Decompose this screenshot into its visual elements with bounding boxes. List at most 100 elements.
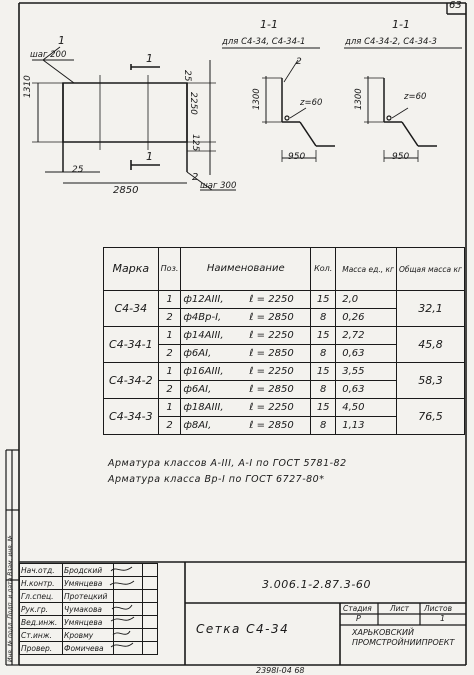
cell-qty: 15 [310,398,337,417]
cell-total: 32,1 [395,290,466,327]
cell-pos: 1 [157,290,182,309]
section-2-dim-z: z=60 [404,92,427,102]
sign-role: Вед.инж. [19,615,63,629]
section-1-dim-h: 1300 [252,88,262,110]
cell-len: ℓ = 2250 [249,329,294,341]
sign-role: Нач.отд. [19,563,63,577]
table-header-row: Марка Поз. Наименование Кол. Масса ед., … [103,247,466,291]
bottom-code: 2398I-04 68 [256,666,305,675]
cell-pos: 1 [157,398,182,417]
cell-name: ф4Вр-I, ℓ = 2850 [180,308,312,327]
cell-len: ℓ = 2850 [249,347,294,359]
note-2: Арматура класса Вр-I по ГОСТ 6727-80* [108,474,325,485]
specification-table: Марка Поз. Наименование Кол. Масса ед., … [103,247,466,435]
step-top-label: шаг 200 [30,50,67,60]
signature-scribbles [109,566,135,648]
cell-mass: 0,63 [335,344,397,363]
organization: ХАРЬКОВСКИЙ ПРОМСТРОЙНИИПРОЕКТ [352,628,455,647]
cell-qty: 15 [310,362,337,381]
dim-left-25: 25 [72,165,84,175]
section-mark-top: 1 [146,52,153,65]
cell-name: ф6АI, ℓ = 2850 [180,344,312,363]
cell-dia: ф18АIII, [183,401,224,413]
cell-mark: С4-34-2 [103,362,159,399]
cell-len: ℓ = 2850 [249,383,294,395]
note-1: Арматура классов А-III, А-I по ГОСТ 5781… [108,458,347,469]
cell-dia: ф16АIII, [183,365,224,377]
header-mass-unit: Масса ед., кг [335,247,397,291]
signature-row: Нач.отд.Бродский [19,563,158,577]
cell-qty: 15 [310,326,337,345]
cell-mass: 3,55 [335,362,397,381]
sign-name: Фомичева [62,641,114,655]
section-2-title: 1-1 [392,18,410,31]
drawing-code: 3.006.1-2.87.3-60 [262,578,372,591]
signature-row: Провер.Фомичева [19,641,158,655]
cell-pos: 2 [157,380,182,399]
cell-len: ℓ = 2250 [249,293,294,305]
cell-pos: 1 [157,326,182,345]
signature-row: Рук.гр.Чумакова [19,602,158,616]
dim-2250: 2250 [188,92,198,115]
step-bottom-label: шаг 300 [200,181,237,191]
cell-dia: ф6АI, [183,347,212,359]
cell-mass: 4,50 [335,398,397,417]
sign-name: Умянцева [62,576,114,590]
position-mark-2: 2 [192,172,199,183]
cell-name: ф14АIII,ℓ = 2250 [180,326,312,345]
header-qty: Кол. [310,247,337,291]
sign-name: Кровму [62,628,114,642]
cell-name: ф6АI,ℓ = 2850 [180,380,312,399]
sign-date [142,615,158,629]
sign-name: Чумакова [62,602,114,616]
sign-role: Рук.гр. [19,602,63,616]
signature-row: Вед.инж.Умянцева [19,615,158,629]
cell-mass: 2,72 [335,326,397,345]
table-row: С4-34-3 1 ф18АIII, ℓ = 2250 15 4,50 76,5 [103,398,466,435]
header-total-mass: Общая масса кг [395,247,466,291]
cell-pos: 1 [157,362,182,381]
sheets-value: 1 [440,614,446,623]
drawing-title: Сетка С4-34 [196,622,290,636]
signature-row: Н.контр.Умянцева [19,576,158,590]
table-row: С4-34-1 1 ф14АIII,ℓ = 2250 15 2,72 45,8 [103,326,466,363]
section-1-mark-2: 2 [296,57,302,67]
sign-name: Умянцева [62,615,114,629]
dim-right-125: 125 [190,134,200,152]
header-pos: Поз. [157,247,182,291]
sign-date [142,641,158,655]
cell-pos: 2 [157,308,182,327]
section-mark-bottom: 1 [146,150,153,163]
header-mark: Марка [103,247,159,291]
sign-date [142,602,158,616]
cell-name: ф12АIII, ℓ = 2250 [180,290,312,309]
cell-dia: ф12АIII, [183,293,224,305]
cell-len: ℓ = 2850 [249,311,294,323]
section-1-dim-z: z=60 [300,98,323,108]
cell-len: ℓ = 2250 [249,365,294,377]
sign-role: Ст.инж. [19,628,63,642]
cell-mark: С4-34-3 [103,398,159,435]
stage-label: Стадия [343,604,372,613]
sign-name: Протецкий [62,589,114,603]
cell-total: 76,5 [395,398,466,435]
section-1-dim-w: 950 [288,152,306,162]
cell-dia: ф4Вр-I, [183,311,222,323]
sign-date [142,628,158,642]
dim-length: 2850 [113,185,139,196]
table-row: 2 ф8АI,ℓ = 2850 8 1,13 [104,416,465,435]
cell-total: 45,8 [395,326,466,363]
stage-value: Р [356,614,361,623]
sheets-label: Листов [424,604,453,613]
sign-date [142,576,158,590]
cell-name: ф16АIII, ℓ = 2250 [180,362,312,381]
cell-total: 58,3 [395,362,466,399]
cell-mass: 1,13 [335,416,397,435]
cell-len: ℓ = 2250 [249,401,294,413]
sheet-label: Лист [390,604,410,613]
cell-pos: 2 [157,416,182,435]
cell-mark: С4-34 [103,290,159,327]
header-name: Наименование [180,247,312,291]
cell-len: ℓ = 2850 [249,419,294,431]
